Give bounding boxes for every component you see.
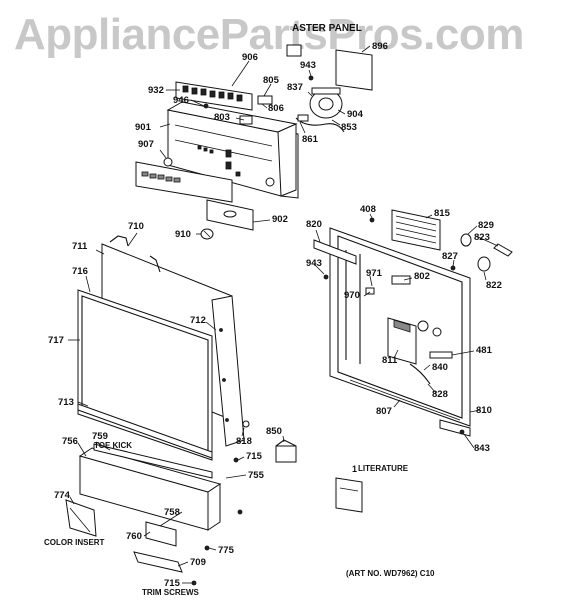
switch-bracket-906	[175, 81, 253, 111]
leader-lines	[68, 45, 499, 584]
callout-807: 807	[376, 406, 392, 417]
callout-805: 805	[263, 75, 279, 86]
callout-943-right: 943	[306, 258, 322, 269]
callout-774: 774	[54, 490, 70, 501]
callout-758: 758	[164, 507, 180, 518]
touchpad-overlay	[135, 157, 233, 203]
callout-907: 907	[138, 139, 154, 150]
callout-896: 896	[372, 41, 388, 52]
callout-904: 904	[347, 109, 363, 120]
callout-822: 822	[486, 280, 502, 291]
callout-802: 802	[414, 271, 430, 282]
callout-literature-qty: 1	[352, 464, 358, 474]
callout-713: 713	[58, 397, 74, 408]
callout-828: 828	[432, 389, 448, 400]
latch-parts-right	[323, 217, 513, 435]
callout-712: 712	[190, 315, 206, 326]
callout-902: 902	[272, 214, 288, 225]
callout-946: 946	[173, 95, 189, 106]
toe-kick-756-759	[78, 443, 243, 531]
header-fragment: ASTER PANEL	[292, 23, 362, 34]
callout-756: 756	[62, 436, 78, 447]
callout-481: 481	[476, 345, 492, 356]
small-parts-top	[203, 44, 373, 125]
callout-711: 711	[72, 241, 88, 252]
knob-910	[200, 228, 214, 240]
callout-755: 755	[248, 470, 264, 481]
callout-910: 910	[175, 229, 191, 240]
color-insert-774	[65, 499, 97, 537]
trim-pieces-758-760-709	[133, 521, 210, 573]
callout-861: 861	[302, 134, 318, 145]
detergent-dispenser-811	[387, 317, 453, 385]
callout-806: 806	[268, 103, 284, 114]
callout-408: 408	[360, 204, 376, 215]
caption-trim-screws: TRIM SCREWS	[142, 588, 199, 597]
callout-760: 760	[126, 531, 142, 542]
callout-829: 829	[478, 220, 494, 231]
callout-715-upper: 715	[246, 451, 262, 462]
callout-853: 853	[341, 122, 357, 133]
vent-815	[391, 209, 441, 251]
callout-843: 843	[474, 443, 490, 454]
callout-818: 818	[236, 436, 252, 447]
caption-toe-kick: TOE KICK	[94, 441, 133, 450]
callout-710: 710	[128, 221, 144, 232]
callout-840: 840	[432, 362, 448, 373]
art-number: (ART NO. WD7962) C10	[346, 569, 435, 578]
literature-sheet	[335, 477, 363, 513]
callout-815: 815	[434, 208, 450, 219]
escutcheon-902	[206, 199, 254, 231]
callout-709: 709	[190, 557, 206, 568]
callout-775: 775	[218, 545, 234, 556]
callout-906: 906	[242, 52, 258, 63]
side-trim-712	[211, 295, 245, 447]
handle-bar-820	[313, 239, 357, 265]
callout-943-top: 943	[300, 60, 316, 71]
callout-811: 811	[382, 355, 398, 366]
callout-716: 716	[72, 266, 88, 277]
callout-715-lower: 715	[164, 578, 180, 589]
callout-759: 759	[92, 431, 108, 442]
callout-827: 827	[442, 251, 458, 262]
callout-932: 932	[148, 85, 164, 96]
callout-837: 837	[287, 82, 303, 93]
caption-literature: LITERATURE	[358, 464, 409, 473]
callout-901: 901	[135, 122, 151, 133]
callout-803: 803	[214, 112, 230, 123]
bottom-trim-713	[77, 403, 213, 459]
callout-850: 850	[266, 426, 282, 437]
callout-971: 971	[366, 268, 382, 279]
callout-717: 717	[48, 335, 64, 346]
timer-motor-assembly	[295, 87, 345, 133]
callout-823: 823	[474, 232, 490, 243]
callout-810: 810	[476, 405, 492, 416]
callout-970: 970	[344, 290, 360, 301]
callout-820: 820	[306, 219, 322, 230]
caption-color-insert: COLOR INSERT	[44, 538, 105, 547]
